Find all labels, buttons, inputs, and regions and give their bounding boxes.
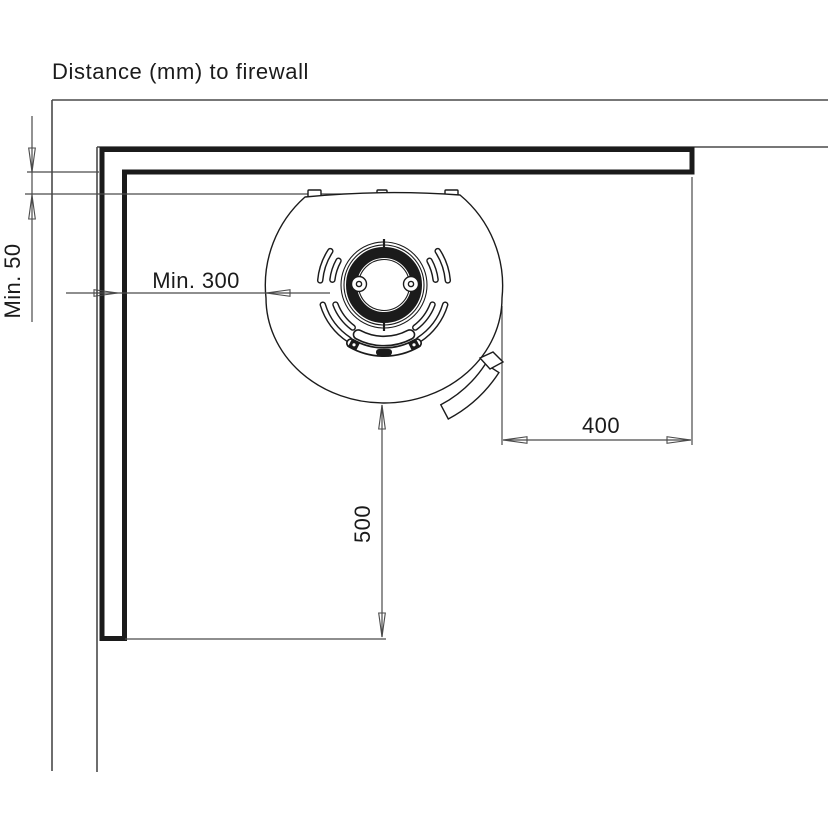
vent-slot-inner xyxy=(417,302,447,342)
arrowhead-right xyxy=(93,289,119,297)
vent-slot-inner xyxy=(427,259,438,282)
handle-bracket xyxy=(478,351,505,370)
air-control-slider xyxy=(346,338,422,357)
vent-slots xyxy=(316,247,452,347)
door-handle xyxy=(439,351,505,420)
flue-collar xyxy=(340,239,428,331)
collar-bolt-left-hole xyxy=(355,280,363,288)
arrowhead-down xyxy=(378,612,386,638)
handle-bar xyxy=(439,362,500,420)
slider-grip xyxy=(376,349,392,356)
arrowhead-up xyxy=(378,404,386,430)
slider-clasp-left-pin xyxy=(352,343,356,347)
stove-top-view xyxy=(264,189,505,420)
vent-slot-inner xyxy=(413,302,435,330)
dimension-500: 500 xyxy=(350,404,386,638)
arrowhead-left xyxy=(265,289,291,297)
firewall-band xyxy=(99,147,695,641)
dimension-min-300: Min. 300 xyxy=(66,268,330,297)
vent-slot-inner xyxy=(435,249,450,283)
stove-body-outline xyxy=(264,191,504,404)
firewall xyxy=(99,147,695,641)
vent-slot-inner xyxy=(321,302,351,342)
collar-bolt-right-hole xyxy=(407,280,415,288)
collar-bolt-right xyxy=(402,275,420,293)
vent-slot-inner xyxy=(318,249,333,283)
slider-clasp-right-pin xyxy=(412,343,416,347)
arrowhead-down xyxy=(28,147,36,173)
arrowhead-up xyxy=(28,194,36,220)
diagram-title: Distance (mm) to firewall xyxy=(52,59,309,84)
dimension-400: 400 xyxy=(502,413,692,444)
dim-label-400: 400 xyxy=(582,413,620,438)
dim-label-min-50: Min. 50 xyxy=(0,244,25,319)
collar-bolt-left xyxy=(350,275,368,293)
dim-label-min-300: Min. 300 xyxy=(152,268,240,293)
arrowhead-right xyxy=(666,436,692,444)
arrowhead-left xyxy=(502,436,528,444)
dim-label-500: 500 xyxy=(350,505,375,543)
vent-slot-inner xyxy=(330,259,341,282)
vent-slot-bottom-inner xyxy=(354,330,414,345)
vent-slot-inner xyxy=(333,302,355,330)
dimension-min-50: Min. 50 xyxy=(0,116,36,322)
